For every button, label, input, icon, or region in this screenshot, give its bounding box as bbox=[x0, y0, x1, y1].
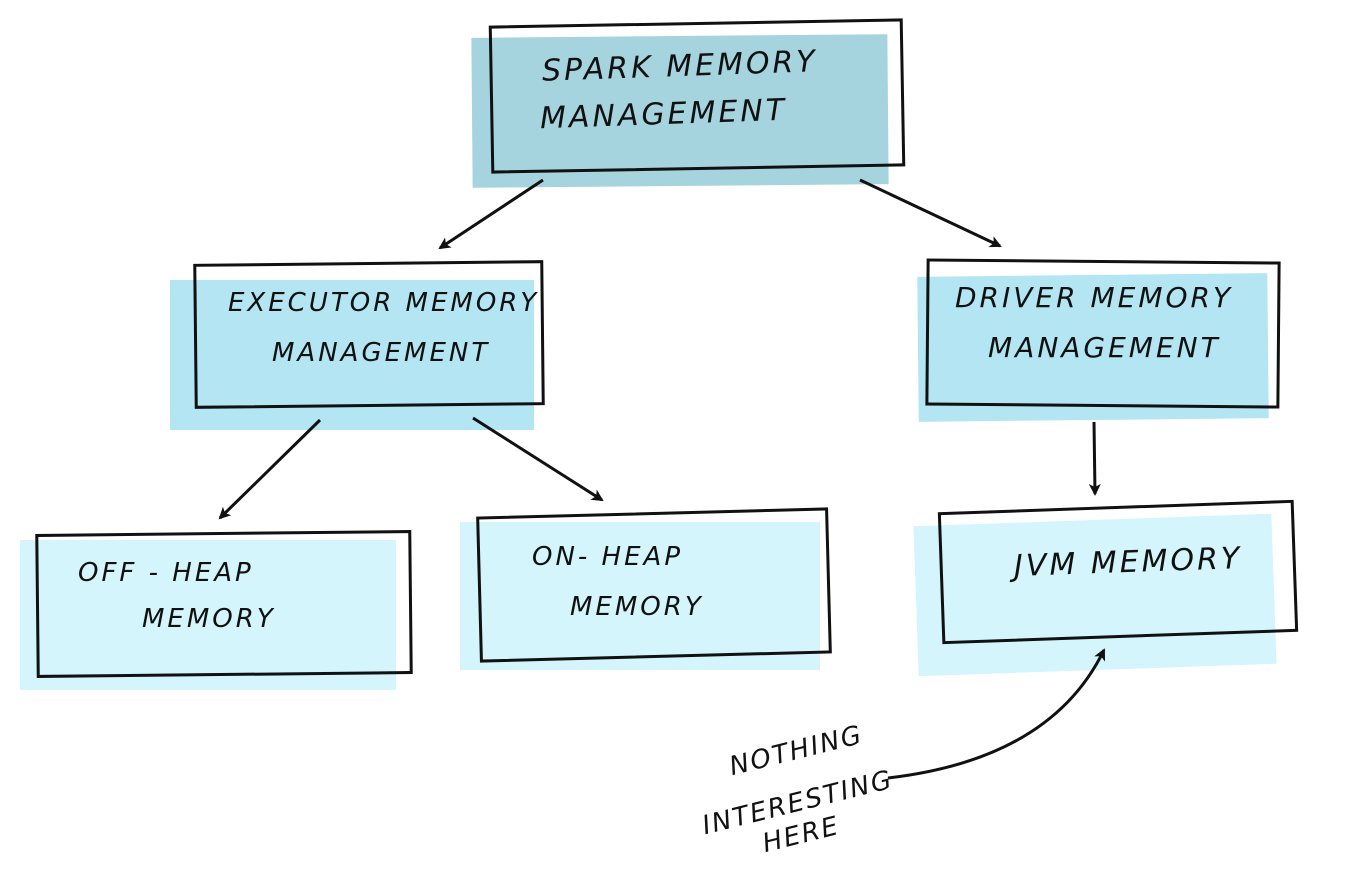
on-heap-node-shade bbox=[460, 522, 820, 670]
arrow-executor-to-on-heap bbox=[472, 416, 604, 502]
off-heap-node-shade bbox=[20, 540, 396, 690]
off-heap-node-label-line1: OFF - HEAP bbox=[78, 558, 254, 588]
executor-node-shade bbox=[170, 280, 534, 430]
arrow-executor-to-off-heap bbox=[218, 418, 322, 520]
arrow-root-to-driver bbox=[859, 178, 1002, 248]
arrow-driver-to-jvm bbox=[1088, 421, 1101, 496]
driver-node-label-line1: DRIVER MEMORY bbox=[955, 281, 1234, 314]
executor-node-label-line2: MANAGEMENT bbox=[272, 338, 491, 368]
off-heap-node-label-line2: MEMORY bbox=[142, 604, 276, 634]
on-heap-node-label-line2: MEMORY bbox=[570, 592, 704, 622]
driver-node-label-line2: MANAGEMENT bbox=[988, 331, 1221, 364]
arrow-annotation-to-jvm bbox=[887, 648, 1106, 780]
arrow-root-to-executor bbox=[438, 178, 544, 250]
on-heap-node-label-line1: ON- HEAP bbox=[532, 542, 684, 572]
executor-node-label-line1: EXECUTOR MEMORY bbox=[228, 288, 540, 318]
